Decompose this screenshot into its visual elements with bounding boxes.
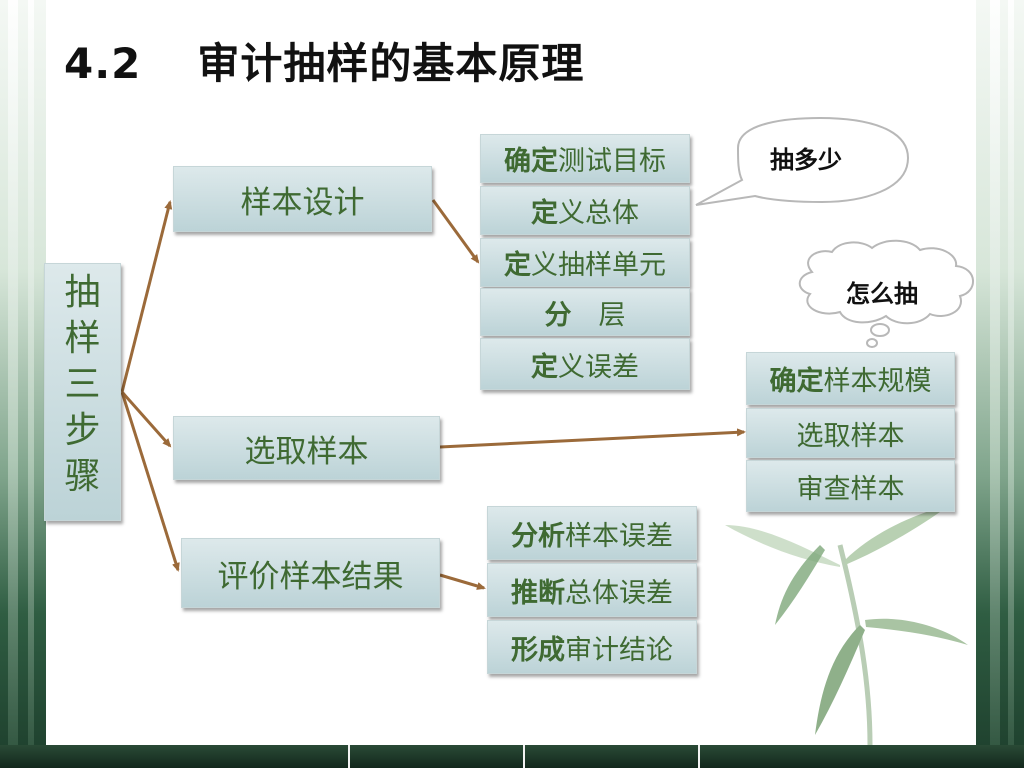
detail-item: 确定测试目标 (480, 134, 690, 183)
right-border-stripe (1008, 0, 1014, 768)
page-title: 4.2 审计抽样的基本原理 (64, 30, 584, 91)
arrow-root-to-step3 (120, 391, 180, 572)
title-text: 审计抽样的基本原理 (197, 39, 585, 88)
title-number: 4.2 (64, 39, 142, 88)
detail-item: 定义抽样单元 (480, 238, 690, 287)
step-label: 样本设计 (240, 184, 365, 221)
arrow-step2-to-items (439, 428, 746, 449)
arrow-root-to-step1 (120, 200, 173, 393)
left-border-stripe (28, 0, 34, 768)
detail-item: 分析样本误差 (487, 506, 697, 560)
thought-bubble-dot (866, 338, 878, 348)
right-border-stripe (990, 0, 1000, 768)
left-border-stripe (8, 0, 18, 768)
detail-item: 形成审计结论 (487, 620, 697, 674)
step-box-select-sample: 选取样本 (173, 416, 440, 480)
root-char: 样 (64, 318, 101, 359)
detail-item: 审查样本 (746, 460, 955, 512)
thought-bubble-text: 怎么抽 (846, 280, 918, 308)
root-char: 骤 (64, 456, 101, 497)
thought-bubble (798, 239, 974, 325)
right-border-decoration (976, 0, 1024, 768)
speech-bubble (695, 116, 910, 206)
arrow-step1-to-items (431, 199, 480, 264)
root-char: 抽 (64, 272, 101, 313)
detail-item: 选取样本 (746, 408, 955, 458)
step-box-evaluate-results: 评价样本结果 (181, 538, 440, 608)
detail-item: 分 层 (480, 288, 690, 336)
detail-item: 定义误差 (480, 338, 690, 390)
speech-bubble-text: 抽多少 (770, 146, 842, 174)
left-border-decoration (0, 0, 46, 768)
root-box: 抽 样 三 步 骤 (44, 263, 121, 521)
arrow-step3-to-items (439, 573, 486, 590)
root-char: 三 (64, 364, 101, 405)
root-char: 步 (64, 410, 101, 451)
detail-item: 推断总体误差 (487, 563, 697, 617)
step-label: 评价样本结果 (217, 558, 404, 595)
bottom-bar (0, 745, 1024, 768)
thought-bubble-dot (870, 323, 890, 337)
step-label: 选取样本 (244, 433, 369, 470)
detail-item: 确定样本规模 (746, 352, 955, 405)
step-box-sample-design: 样本设计 (173, 166, 432, 232)
arrow-root-to-step2 (120, 391, 172, 448)
bamboo-decoration (725, 505, 968, 745)
detail-item: 定义总体 (480, 186, 690, 235)
